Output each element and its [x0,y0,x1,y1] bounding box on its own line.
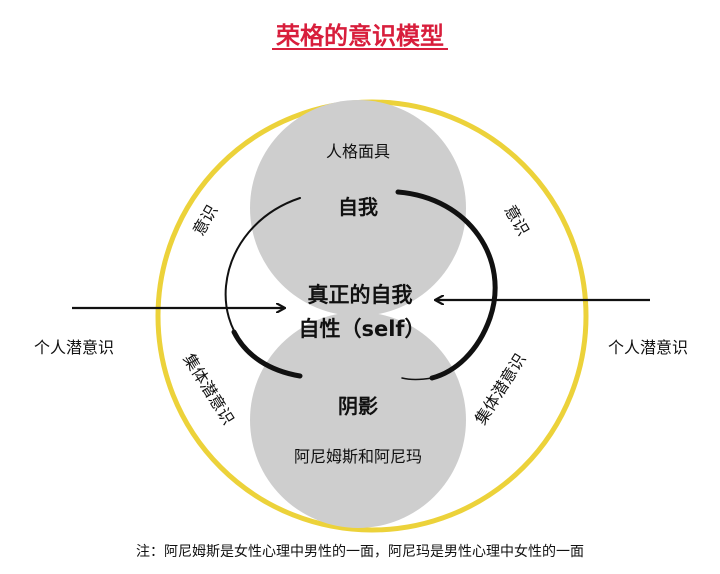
collective-unconscious-left-label: 集体潜意识 [179,350,238,428]
shadow-label: 阴影 [338,394,378,418]
self-label: 自性（self） [298,317,425,341]
lower-lobe [250,312,466,528]
ego-arc-thin [401,377,433,381]
true-self-label: 真正的自我 [308,283,413,307]
ego-label: 自我 [338,195,378,219]
persona-label: 人格面具 [326,142,390,161]
personal-unconscious-left-label: 个人潜意识 [34,338,114,357]
collective-unconscious-right-label: 集体潜意识 [471,350,530,428]
consciousness-right-label: 意识 [501,202,533,239]
upper-lobe [250,100,466,316]
consciousness-left-label: 意识 [189,202,221,239]
diagram-title: 荣格的意识模型 [276,22,444,50]
personal-unconscious-right-label: 个人潜意识 [608,338,688,357]
footnote: 注：阿尼姆斯是女性心理中男性的一面，阿尼玛是男性心理中女性的一面 [136,543,584,560]
shadow-arc-thick [231,329,303,379]
anima-animus-label: 阿尼姆斯和阿尼玛 [294,447,422,466]
